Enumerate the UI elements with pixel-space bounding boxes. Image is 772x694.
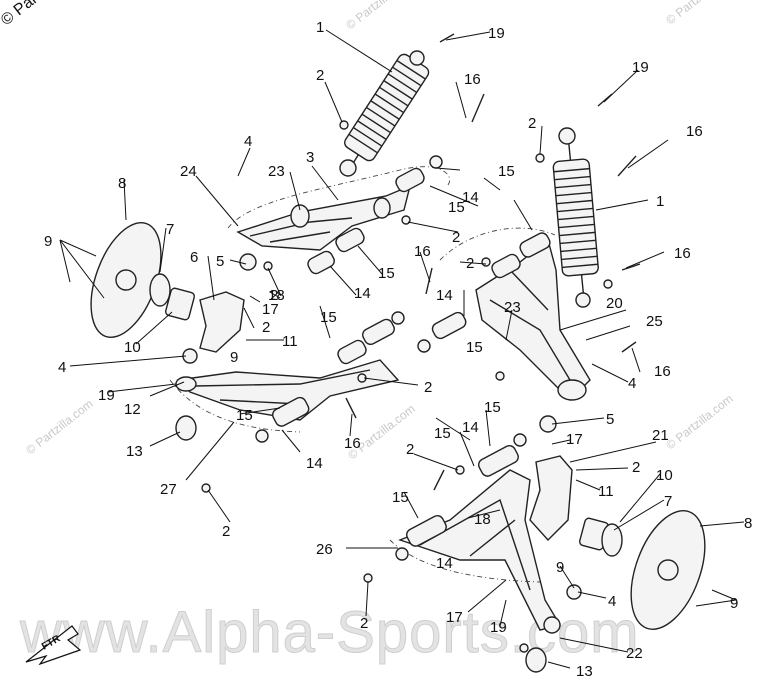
callout-20: 20 (606, 295, 623, 312)
left-knuckle-hub-disc (90, 221, 257, 441)
callout-26: 26 (316, 541, 333, 558)
callout-2: 2 (262, 319, 270, 336)
callout-27: 27 (160, 481, 177, 498)
callout-13: 13 (576, 663, 593, 680)
callout-16: 16 (686, 123, 703, 140)
callout-2: 2 (316, 67, 324, 84)
watermark-left: © Partzilla.com (23, 397, 95, 458)
right-knuckle-hub-disc (525, 415, 706, 673)
callout-4: 4 (628, 375, 636, 392)
callout-9: 9 (44, 233, 52, 250)
callout-2: 2 (406, 441, 414, 458)
callout-25: 25 (646, 313, 663, 330)
callout-15: 15 (434, 425, 451, 442)
upper-a-arm-left (227, 166, 450, 251)
callout-15: 15 (484, 399, 501, 416)
callout-15: 15 (466, 339, 483, 356)
callout-3: 3 (306, 149, 314, 166)
callout-5: 5 (216, 253, 224, 270)
corner-watermark: © Partzilla (0, 0, 66, 29)
callout-21: 21 (652, 427, 669, 444)
fasteners (201, 33, 641, 653)
callout-10: 10 (656, 467, 673, 484)
callout-15: 15 (378, 265, 395, 282)
callout-17: 17 (566, 431, 583, 448)
callout-16: 16 (674, 245, 691, 262)
watermark-top-center: © Partzilla.com (343, 0, 415, 32)
lower-a-arm-left (169, 359, 400, 433)
callout-11: 11 (598, 483, 614, 500)
callout-16: 16 (414, 243, 431, 260)
callout-17: 17 (262, 301, 279, 318)
callout-labels: 1 1 2 2 2 2 2 2 2 2 2 2 2 3 4 4 4 4 5 5 … (44, 19, 752, 680)
callout-18: 18 (268, 287, 285, 304)
watermark-top-right: © Partzilla.com (663, 0, 735, 27)
callout-23: 23 (504, 299, 521, 316)
leader-lines (59, 29, 745, 669)
callout-16: 16 (654, 363, 671, 380)
callout-15: 15 (498, 163, 515, 180)
callout-19: 19 (490, 619, 507, 636)
callout-2: 2 (360, 615, 368, 632)
callout-12: 12 (124, 401, 141, 418)
callout-16: 16 (344, 435, 361, 452)
callout-17: 17 (446, 609, 463, 626)
callout-23: 23 (268, 163, 285, 180)
callout-8: 8 (744, 515, 752, 532)
callout-7: 7 (664, 493, 672, 510)
callout-5: 5 (606, 411, 614, 428)
callout-14: 14 (354, 285, 371, 302)
callout-4: 4 (244, 133, 252, 150)
callout-14: 14 (436, 287, 453, 304)
callout-2: 2 (528, 115, 536, 132)
callout-7: 7 (166, 221, 174, 238)
callout-16: 16 (464, 71, 481, 88)
callout-19: 19 (98, 387, 115, 404)
shock-absorber-left (339, 50, 430, 177)
callout-24: 24 (180, 163, 197, 180)
callout-1-left-shock: 1 (316, 19, 324, 36)
callout-10: 10 (124, 339, 141, 356)
callout-18: 18 (474, 511, 491, 528)
callout-19: 19 (632, 59, 649, 76)
callout-19: 19 (488, 25, 505, 42)
callout-2: 2 (452, 229, 460, 246)
callout-15: 15 (392, 489, 409, 506)
callout-4: 4 (608, 593, 616, 610)
callout-1-right-shock: 1 (656, 193, 664, 210)
shock-absorber-right (552, 127, 599, 308)
callout-15: 15 (236, 407, 253, 424)
callout-14: 14 (462, 189, 479, 206)
callout-9: 9 (556, 559, 564, 576)
callout-4: 4 (58, 359, 66, 376)
callout-15: 15 (320, 309, 337, 326)
callout-14: 14 (436, 555, 453, 572)
callout-2: 2 (270, 287, 278, 304)
callout-2: 2 (222, 523, 230, 540)
callout-14: 14 (306, 455, 323, 472)
callout-2: 2 (466, 255, 474, 272)
callout-15: 15 (448, 199, 465, 216)
callout-9: 9 (230, 349, 238, 366)
watermark-right: © Partzilla.com (663, 392, 735, 453)
callout-2: 2 (424, 379, 432, 396)
callout-13: 13 (126, 443, 143, 460)
bushings (255, 155, 551, 561)
callout-22: 22 (626, 645, 643, 662)
callout-11: 11 (282, 333, 298, 350)
callout-9: 9 (730, 595, 738, 612)
callout-6: 6 (190, 249, 198, 266)
callout-14: 14 (462, 419, 479, 436)
callout-8: 8 (118, 175, 126, 192)
callout-2: 2 (632, 459, 640, 476)
